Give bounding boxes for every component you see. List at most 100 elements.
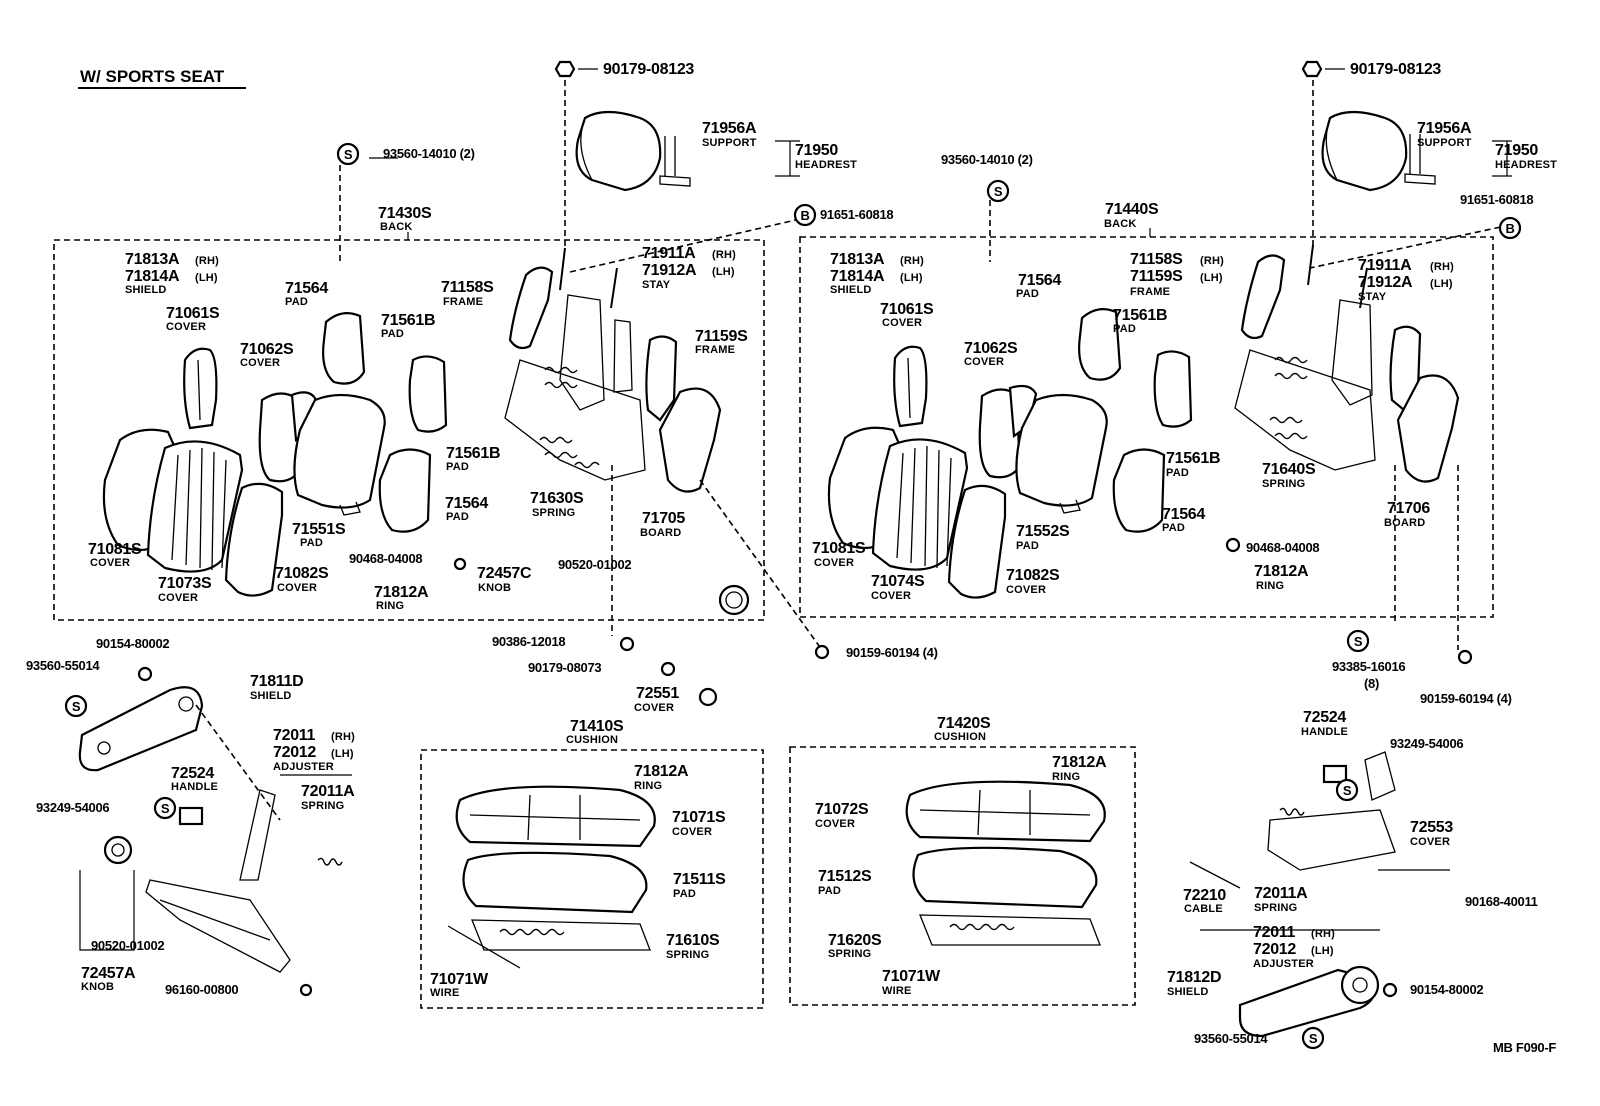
part-label: PAD [1016,288,1039,300]
part-label: 71561B [1113,307,1167,324]
part-label: FRAME [443,296,483,308]
diagram-title: W/ SPORTS SEAT [80,67,225,86]
part-label: COVER [882,317,922,329]
part-label: BOARD [640,527,681,539]
bolt-symbol: S [1343,783,1352,798]
part-label: 90179-08123 [603,61,694,78]
part-label: (LH) [900,272,923,284]
part-label: ADJUSTER [273,761,334,773]
part-label: COVER [240,357,280,369]
part-label: COVER [815,818,855,830]
part-label: SPRING [532,507,575,519]
part-label: 90520-01002 [558,557,631,572]
part-label: (LH) [712,266,735,278]
part-label: 90168-40011 [1465,894,1538,909]
part-label: PAD [1166,467,1189,479]
part-label: 71074S [871,573,925,590]
part-label: PAD [300,537,323,549]
part-label: 71073S [158,575,212,592]
part-label: 72012 [273,744,316,761]
part-label: 71564 [285,280,328,297]
part-label: 72457A [81,965,136,982]
part-label: 72011 [1253,924,1296,941]
part-label: BACK [1104,218,1137,230]
part-label: 91651-60818 [1460,192,1533,207]
part-label: SUPPORT [1417,137,1472,149]
part-label: HEADREST [1495,159,1557,171]
part-labels: 90179-08123 71956A SUPPORT 71950 HEADRES… [26,61,1557,1046]
part-label: 71072S [815,801,869,818]
part-label: CABLE [1184,903,1223,915]
part-label: 90154-80002 [96,636,169,651]
part-label: 71956A [1417,120,1472,137]
part-label: 71814A [830,268,885,285]
part-label: 71512S [818,868,872,885]
part-label: 71082S [275,565,329,582]
part-label: 71705 [642,510,685,527]
bolt-symbol: B [800,208,809,223]
part-label: 71071S [672,809,726,826]
part-label: 71706 [1387,500,1430,517]
right-shield [1238,965,1380,1038]
part-label: 72011 [273,727,316,744]
part-label: (RH) [900,255,924,267]
part-label: 71561B [381,312,435,329]
right-back-parts [827,244,1460,599]
part-label: RING [634,780,662,792]
part-label: CUSHION [566,734,618,746]
part-label: BACK [380,221,413,233]
part-label: (RH) [331,731,355,743]
part-label: 71811D [250,673,303,690]
part-label: 71564 [1018,272,1061,289]
left-back-group-box [53,239,765,621]
part-label: 71511S [673,871,726,888]
part-label: 71081S [812,540,866,557]
left-cushion-group-box [420,749,764,1009]
part-label: 72011A [301,783,355,800]
part-label: CUSHION [934,731,986,743]
part-label: SPRING [1254,902,1297,914]
part-label: 71552S [1016,523,1070,540]
part-label: 90468-04008 [349,551,422,566]
part-label: 93249-54006 [36,800,109,815]
part-label: WIRE [430,987,460,999]
left-adjuster [103,789,343,973]
part-label: 93560-55014 [26,658,100,673]
part-label: 71950 [795,142,838,159]
part-label: 72551 [636,685,679,702]
part-label: ADJUSTER [1253,958,1314,970]
part-label: 90154-80002 [1410,982,1483,997]
part-label: PAD [818,885,841,897]
part-label: 93385-16016 [1332,659,1405,674]
part-label: 71071W [430,971,489,988]
part-label: COVER [166,321,206,333]
part-label: 71158S [1130,251,1183,268]
part-label: 90179-08123 [1350,61,1441,78]
part-label: 71950 [1495,142,1538,159]
part-label: 71911A [642,245,696,262]
part-label: KNOB [478,582,511,594]
part-label: 71911A [1358,257,1412,274]
bolt-symbol: S [994,184,1003,199]
part-label: 93560-14010 (2) [941,152,1033,167]
part-label: PAD [1113,323,1136,335]
part-label: 90468-04008 [1246,540,1319,555]
part-label: SPRING [828,948,871,960]
part-label: PAD [285,296,308,308]
part-label: (8) [1364,676,1379,691]
symbol-markers: S B S B S S S S S [64,142,1522,1050]
part-label: 91651-60818 [820,207,893,222]
part-label: STAY [1358,291,1387,303]
part-label: 90520-01002 [91,938,164,953]
part-label: (RH) [712,249,736,261]
part-label: 71564 [1162,506,1205,523]
part-label: COVER [871,590,911,602]
part-label: SPRING [1262,478,1305,490]
part-label: (LH) [1200,272,1223,284]
part-label: 90179-08073 [528,660,601,675]
part-label: 71410S [570,718,624,735]
part-label: 71158S [441,279,494,296]
part-label: 71812D [1167,969,1221,986]
part-label: FRAME [1130,286,1170,298]
part-label: SHIELD [1167,986,1209,998]
